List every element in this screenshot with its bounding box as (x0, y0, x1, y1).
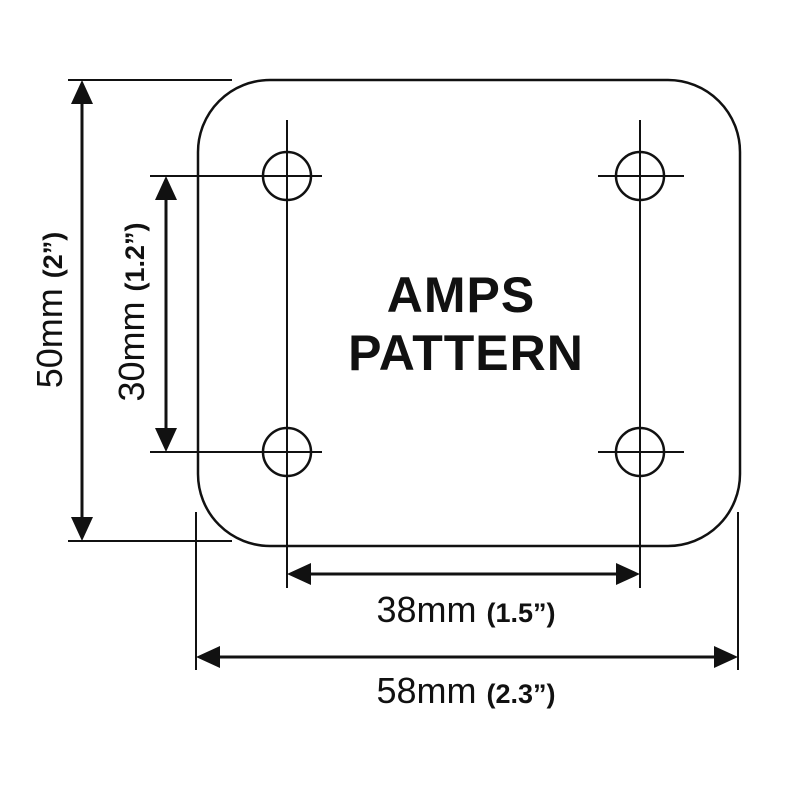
hole-horizontal-arrow-right (616, 563, 640, 585)
width-label: 58mm (2.3”) (376, 670, 555, 711)
hole-horizontal-arrow-left (287, 563, 311, 585)
width-imperial: (2.3”) (487, 679, 556, 709)
hole-vertical-metric: 30mm (111, 302, 152, 402)
hole-vertical-label: 30mm (1.2”) (111, 222, 152, 401)
height-arrow-top (71, 80, 93, 104)
height-label: 50mm (2”) (29, 232, 70, 389)
width-metric: 58mm (376, 670, 476, 711)
height-metric: 50mm (29, 288, 70, 388)
hole-horizontal-metric: 38mm (376, 589, 476, 630)
width-arrow-left (196, 646, 220, 668)
width-arrow-right (714, 646, 738, 668)
hole-vertical-imperial: (1.2”) (120, 222, 150, 291)
hole-vertical-arrow-top (155, 176, 177, 200)
pattern-title-line2: PATTERN (348, 325, 584, 381)
mounting-plate (196, 78, 742, 548)
hole-horizontal-imperial: (1.5”) (487, 598, 556, 628)
pattern-title-line1: AMPS (387, 267, 535, 323)
height-arrow-bottom (71, 517, 93, 541)
height-imperial: (2”) (38, 232, 68, 279)
hole-vertical-arrow-bottom (155, 428, 177, 452)
hole-horizontal-label: 38mm (1.5”) (376, 589, 555, 630)
